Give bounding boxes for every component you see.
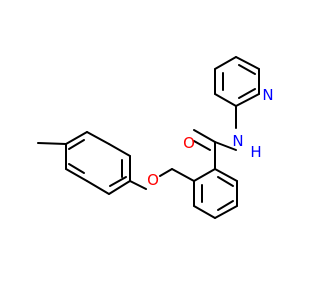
bond [109, 176, 127, 187]
bond [193, 140, 211, 151]
bond [193, 129, 216, 143]
atom-carbonyl-oxygen: O [183, 134, 195, 152]
ether-linkage [129, 168, 195, 190]
amide-group [193, 105, 237, 170]
bond [65, 168, 88, 182]
bond [214, 168, 238, 182]
bond [238, 64, 256, 75]
tolyl-ring [65, 131, 131, 195]
atom-ring-nitrogen: N [262, 86, 273, 104]
bond [129, 180, 147, 190]
bond [86, 131, 110, 145]
atom-amide-hydrogen: H [250, 143, 261, 161]
bond [108, 180, 131, 195]
atom-label-amide-nitrogen: N [232, 132, 243, 150]
bond [238, 88, 256, 99]
bond [217, 200, 234, 211]
bond [159, 168, 173, 177]
bond [214, 141, 237, 151]
bond [65, 131, 88, 145]
bond [68, 139, 85, 150]
atom-label-carbonyl-oxygen: O [183, 134, 195, 152]
bond [235, 93, 260, 107]
bond [217, 176, 234, 187]
atom-label-ether-oxygen: O [147, 171, 159, 189]
pyridine-ring [214, 56, 260, 107]
molecule-structure: N N H O O [37, 56, 274, 219]
bond [235, 56, 260, 70]
benzamide-ring [193, 168, 238, 219]
atom-label-amide-hydrogen: H [250, 143, 261, 161]
atom-label-ring-nitrogen: N [262, 86, 273, 104]
atom-amide-nitrogen: N [232, 132, 243, 150]
bond [214, 93, 237, 107]
methyl-group [37, 142, 67, 145]
bond [193, 205, 216, 219]
bond [171, 168, 195, 182]
bond [108, 143, 131, 157]
bond [86, 180, 110, 195]
bond [214, 205, 238, 219]
bond [214, 56, 237, 70]
atom-ether-oxygen: O [147, 171, 159, 189]
bond [68, 163, 85, 174]
bond [193, 168, 216, 182]
bond [37, 142, 67, 145]
